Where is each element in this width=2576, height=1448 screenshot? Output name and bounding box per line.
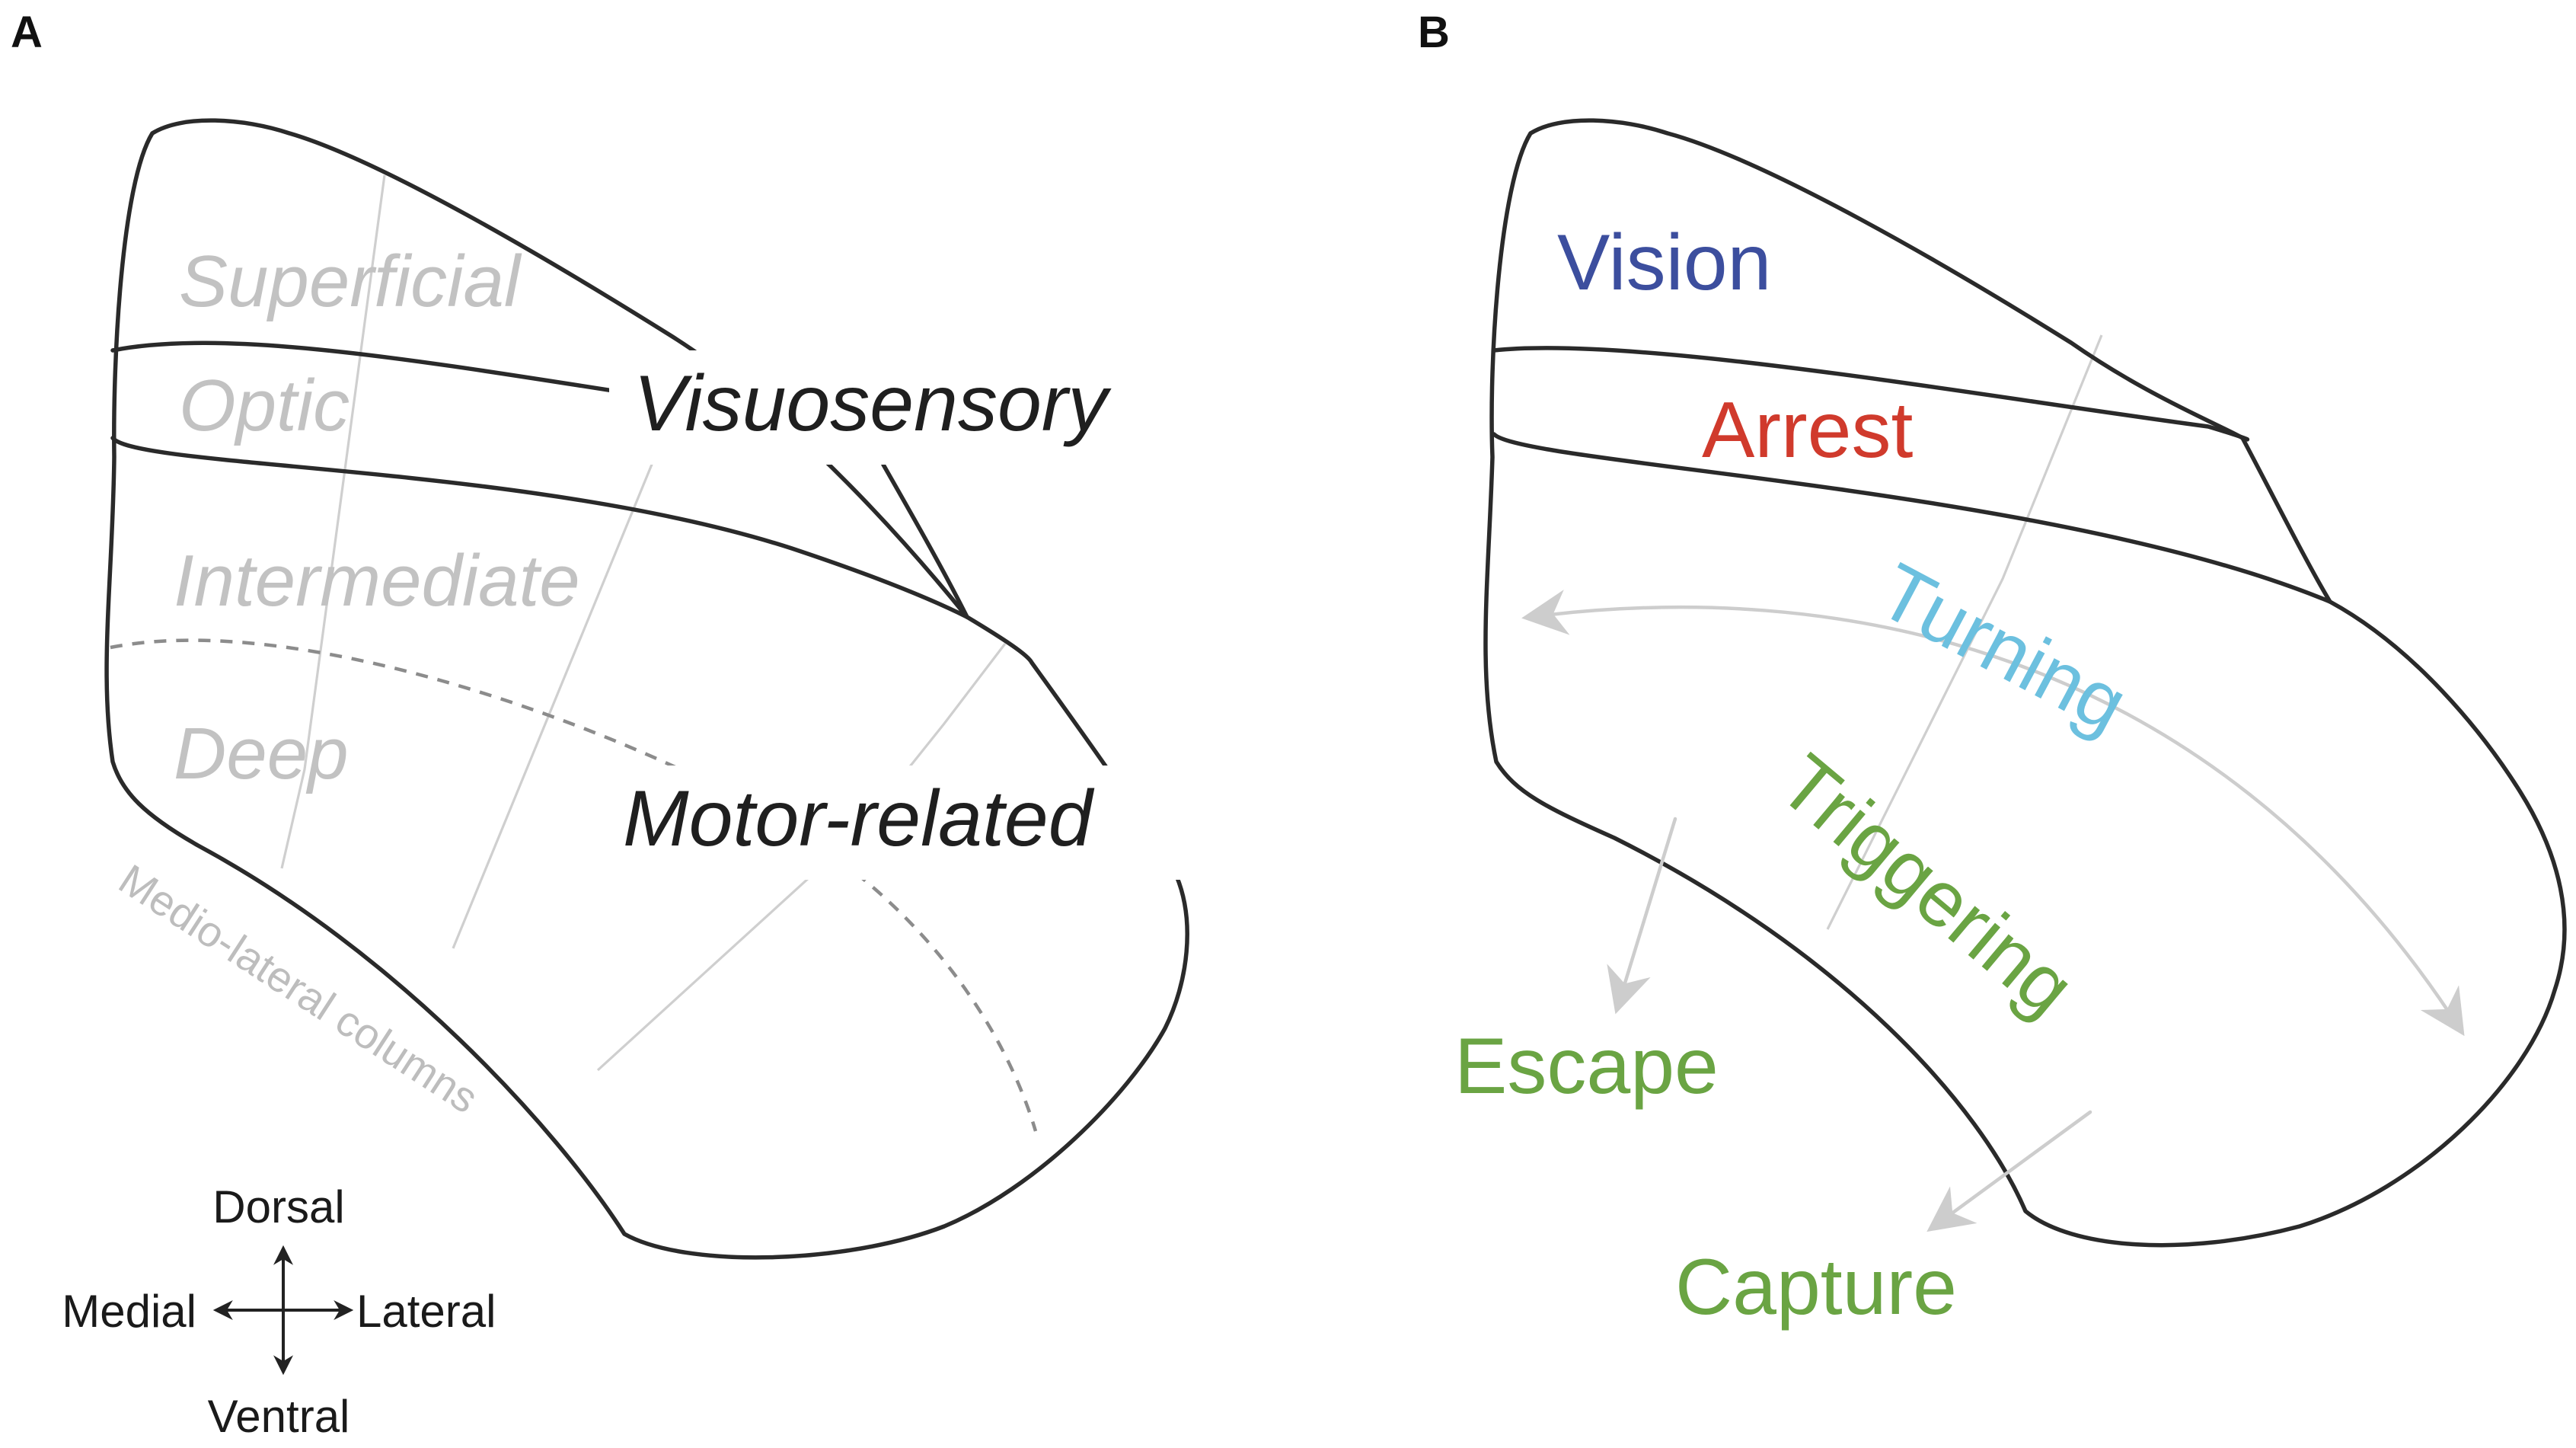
visuosensory-label-bg	[609, 350, 1279, 465]
gridline-column-1	[280, 174, 386, 869]
optic-intermediate-boundary	[110, 436, 969, 619]
columns-label: Medio-lateral columns	[110, 855, 487, 1122]
visuosensory-divider-line	[881, 462, 969, 619]
superior-colliculus-outline-a	[104, 118, 1189, 1260]
layer-intermediate: Intermediate	[174, 540, 580, 622]
escape-arrow	[1607, 817, 1677, 1015]
panel-b-letter: B	[1418, 8, 1450, 57]
panel-a: A Superficial Optic Intermediate Deep Vi…	[11, 8, 1279, 1442]
panel-a-letter: A	[11, 8, 43, 57]
arrest-turning-boundary	[1492, 432, 2332, 604]
turning-double-arrow	[1521, 590, 2465, 1037]
motor-related-label-bg	[609, 766, 1188, 880]
capture-arrow	[1926, 1110, 2092, 1232]
visuosensory-label: Visuosensory	[634, 360, 1112, 448]
panel-b: B Vision Arrest Turning Triggering Escap…	[1418, 8, 2567, 1331]
superficial-optic-boundary	[110, 340, 650, 398]
behavior-arrest: Arrest	[1702, 386, 1913, 475]
behavior-escape: Escape	[1454, 1022, 1719, 1111]
motor-related-label: Motor-related	[623, 775, 1095, 863]
superior-colliculus-outline-b	[1483, 118, 2567, 1248]
ventral-label: Ventral	[208, 1391, 350, 1442]
layer-deep: Deep	[174, 713, 349, 794]
orientation-compass: Dorsal Ventral Medial Lateral	[62, 1181, 496, 1442]
vision-arrest-boundary	[1492, 346, 2249, 442]
dorsal-label: Dorsal	[212, 1181, 344, 1232]
behavior-capture: Capture	[1675, 1243, 1957, 1331]
behavior-triggering: Triggering	[1763, 738, 2090, 1033]
behavior-vision: Vision	[1557, 219, 1771, 307]
lateral-label: Lateral	[356, 1286, 496, 1337]
layer-superficial: Superficial	[179, 241, 522, 322]
medial-label: Medial	[62, 1286, 196, 1337]
layer-optic: Optic	[179, 365, 350, 446]
